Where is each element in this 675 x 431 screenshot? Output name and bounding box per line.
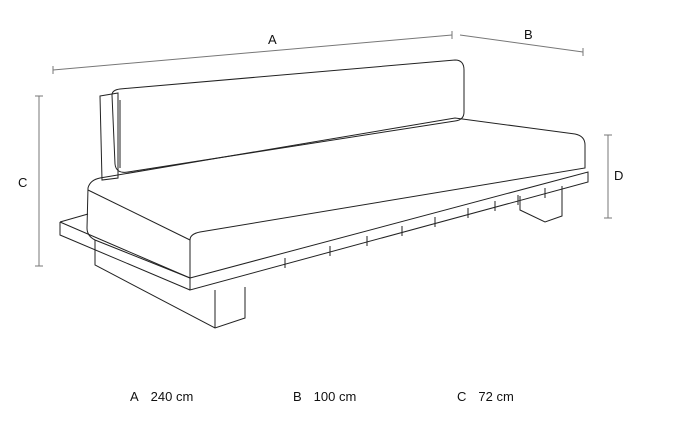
label-b: B <box>524 27 533 42</box>
sofa <box>59 59 589 329</box>
dimension-c: C 72 cm <box>457 389 514 404</box>
label-c: C <box>18 175 28 190</box>
dimension-letter: B <box>293 389 302 404</box>
label-d: D <box>614 168 624 183</box>
label-a: A <box>268 32 277 47</box>
dimension-b: B 100 cm <box>293 389 356 404</box>
dimension-value: 240 cm <box>150 389 194 404</box>
dimension-lines <box>35 31 612 267</box>
dimension-value: 100 cm <box>313 389 357 404</box>
dimension-letter: A <box>130 389 139 404</box>
dimension-letter: C <box>457 389 467 404</box>
dimension-value: 72 cm <box>478 389 514 404</box>
dimension-a: A 240 cm <box>130 389 193 404</box>
